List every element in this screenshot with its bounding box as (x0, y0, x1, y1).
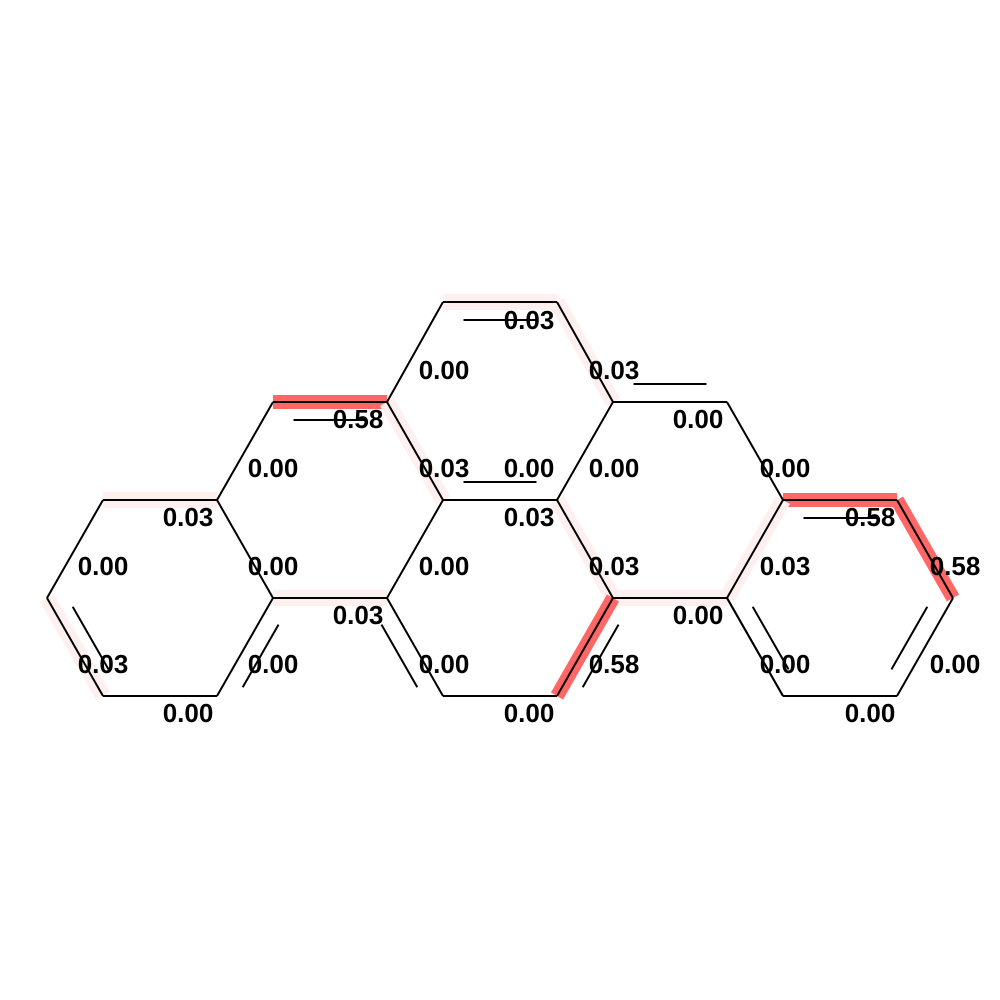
bond-line-b16 (896, 499, 954, 599)
bond-label-b8: 0.00 (504, 453, 555, 483)
bond-label-b17: 0.00 (419, 551, 470, 581)
bond-line-b7 (386, 401, 444, 501)
bond-label-b14: 0.00 (78, 551, 129, 581)
bond-line-b19 (726, 499, 784, 599)
bond-label-b3: 0.03 (589, 355, 640, 385)
bond-line-b23 (46, 597, 104, 697)
bond-label-b22: 0.00 (419, 649, 470, 679)
bond-label-b6: 0.00 (248, 453, 299, 483)
bond-line-b27 (726, 597, 784, 697)
bond-line-b10 (726, 401, 784, 501)
bond-double-b21 (751, 606, 790, 670)
bond-label-b18: 0.03 (589, 551, 640, 581)
bond-label-b24: 0.58 (589, 649, 640, 679)
bond-label-b23: 0.03 (78, 649, 129, 679)
bond-line-b26 (896, 597, 954, 697)
bond-label-b13: 0.03 (504, 502, 555, 532)
bond-label-b5: 0.00 (673, 404, 724, 434)
bond-label-b10: 0.00 (760, 453, 811, 483)
bond-label-b20: 0.03 (333, 600, 384, 630)
bond-label-b19: 0.03 (760, 551, 811, 581)
bond-line-b22 (386, 597, 444, 697)
bond-line-b9 (556, 401, 614, 501)
bond-label-b25: 0.00 (248, 649, 299, 679)
bond-label-b29: 0.00 (504, 698, 555, 728)
bond-label-b28: 0.00 (163, 698, 214, 728)
bond-label-b15: 0.00 (248, 551, 299, 581)
bond-label-b9: 0.00 (589, 453, 640, 483)
bond-double-b24 (581, 624, 620, 688)
bond-line-b6 (216, 401, 274, 501)
bond-double-b25 (241, 624, 280, 688)
bond-line-b13 (556, 499, 614, 599)
bond-label-b4: 0.58 (333, 404, 384, 434)
bond-label-b27: 0.00 (760, 649, 811, 679)
bond-line-b24 (556, 597, 614, 697)
bond-line-b3 (556, 301, 614, 403)
bond-label-b1: 0.03 (504, 305, 555, 335)
bond-label-b21: 0.00 (673, 600, 724, 630)
bond-line-b14 (46, 499, 104, 599)
bond-double-b23 (71, 606, 110, 670)
bond-double-b26 (890, 606, 929, 670)
bond-line-b17 (386, 499, 444, 599)
bond-double-b22 (380, 624, 419, 688)
bond-label-b7: 0.03 (419, 453, 470, 483)
bond-line-b25 (216, 597, 274, 697)
label-layer: 0.03 0.00 0.03 0.58 0.00 0.00 0.03 0.00 0.00 0.00… (78, 305, 981, 728)
bond-label-b30: 0.00 (845, 698, 896, 728)
bond-label-b11: 0.03 (163, 502, 214, 532)
bond-layer (46, 301, 954, 697)
bond-label-b16: 0.58 (930, 551, 981, 581)
bond-line-b15 (216, 499, 274, 599)
bond-label-b26: 0.00 (930, 649, 981, 679)
bond-label-b2: 0.00 (419, 355, 470, 385)
bond-label-b12: 0.58 (845, 502, 896, 532)
bond-line-b2 (386, 301, 444, 403)
